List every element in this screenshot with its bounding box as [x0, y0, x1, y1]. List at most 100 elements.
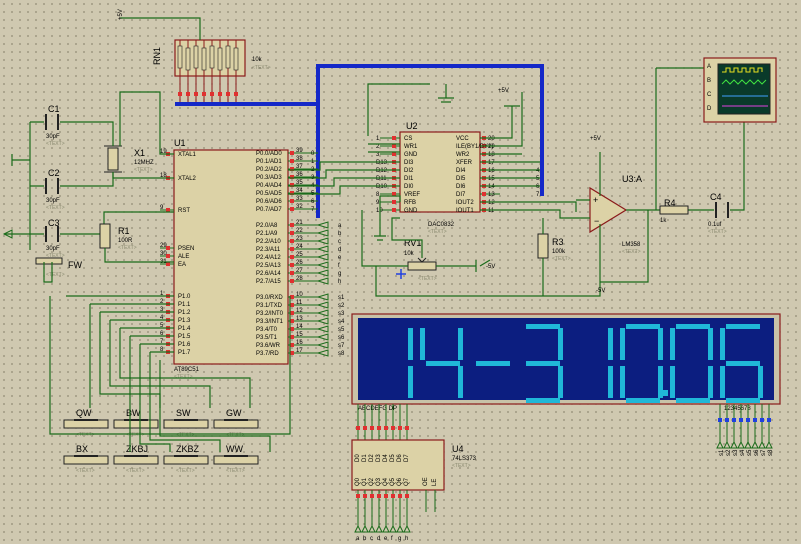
net-terminal[interactable]	[316, 309, 329, 317]
capacitor-c4[interactable]: C4 0.1uf <TEXT>	[708, 192, 729, 235]
u1-pin[interactable]	[290, 239, 294, 243]
net-terminal[interactable]	[316, 245, 329, 253]
u1-pin[interactable]	[290, 247, 294, 251]
net-terminal[interactable]	[316, 277, 329, 285]
net-terminal[interactable]	[744, 440, 752, 449]
display-segment-pin[interactable]	[384, 426, 388, 430]
u1-pin[interactable]	[166, 254, 170, 258]
display-digit-pin[interactable]	[746, 418, 750, 422]
net-terminal[interactable]	[316, 341, 329, 349]
keypad-switch[interactable]: BX<TEXT>	[63, 444, 109, 474]
resistor-r3[interactable]: R3 100k <TEXT>	[537, 233, 571, 262]
display-digit-pin[interactable]	[739, 418, 743, 422]
u4-pin[interactable]	[398, 494, 402, 498]
net-terminal[interactable]	[389, 524, 397, 533]
u4-pin[interactable]	[356, 494, 360, 498]
keypad-switch[interactable]: GW<TEXT>	[213, 408, 259, 438]
display-segment-pin[interactable]	[356, 426, 360, 430]
net-terminal[interactable]	[316, 349, 329, 357]
net-terminal[interactable]	[730, 440, 738, 449]
u1-pin[interactable]	[290, 159, 294, 163]
u1-pin[interactable]	[290, 279, 294, 283]
u4-pin[interactable]	[405, 494, 409, 498]
display-digit-pin[interactable]	[760, 418, 764, 422]
u1-pin[interactable]	[290, 255, 294, 259]
u2-pin[interactable]	[392, 208, 396, 212]
u1-pin[interactable]	[290, 199, 294, 203]
keypad-switch[interactable]: QW<TEXT>	[63, 408, 109, 438]
net-terminal[interactable]	[316, 221, 329, 229]
u4-pin[interactable]	[391, 494, 395, 498]
rn1-pin[interactable]	[218, 92, 222, 96]
u1-pin[interactable]	[290, 327, 294, 331]
display-segment-pin[interactable]	[391, 426, 395, 430]
display-segment-pin[interactable]	[370, 426, 374, 430]
net-terminal[interactable]	[316, 229, 329, 237]
u1-pin[interactable]	[290, 223, 294, 227]
display-digit-pin[interactable]	[753, 418, 757, 422]
u1-pin[interactable]	[290, 167, 294, 171]
net-terminal[interactable]	[316, 261, 329, 269]
net-terminal[interactable]	[354, 524, 362, 533]
keypad-switch[interactable]: WW<TEXT>	[213, 444, 259, 474]
u4-pin[interactable]	[363, 494, 367, 498]
display-segment-pin[interactable]	[405, 426, 409, 430]
net-terminal[interactable]	[316, 317, 329, 325]
display-segment-pin[interactable]	[363, 426, 367, 430]
u1-pin[interactable]	[290, 151, 294, 155]
switch-fw[interactable]: FW <TEXT>	[35, 257, 82, 278]
u4-pin[interactable]	[370, 494, 374, 498]
u1-pin[interactable]	[290, 295, 294, 299]
u1-pin[interactable]	[290, 311, 294, 315]
display-digit-pin[interactable]	[725, 418, 729, 422]
resistor-r4[interactable]: R4 1k	[659, 198, 689, 224]
oscilloscope[interactable]: ABCD	[703, 57, 777, 123]
opamp-u3a[interactable]: + − U3:A LM358 <TEXT>	[589, 174, 642, 255]
u4-pin[interactable]	[377, 494, 381, 498]
net-terminal[interactable]	[716, 440, 724, 449]
u2-pin[interactable]	[392, 192, 396, 196]
keypad-switch[interactable]: SW<TEXT>	[163, 408, 209, 438]
rn1-pin[interactable]	[226, 92, 230, 96]
u2-pin[interactable]	[482, 192, 486, 196]
u1-pin[interactable]	[290, 351, 294, 355]
keypad-switch[interactable]: ZKBJ<TEXT>	[113, 444, 159, 474]
u1-pin[interactable]	[290, 191, 294, 195]
display-digit-pin[interactable]	[718, 418, 722, 422]
keypad-switch[interactable]: BW<TEXT>	[113, 408, 159, 438]
u2-pin[interactable]	[392, 144, 396, 148]
u4-pin[interactable]	[384, 494, 388, 498]
u1-pin[interactable]	[166, 246, 170, 250]
net-terminal[interactable]	[375, 524, 383, 533]
net-terminal[interactable]	[316, 333, 329, 341]
net-terminal[interactable]	[403, 524, 411, 533]
resistor-network-rn1[interactable]: RN1 10k <TEXT>	[152, 39, 271, 104]
net-terminal[interactable]	[751, 440, 759, 449]
u1-pin[interactable]	[290, 183, 294, 187]
u1-pin[interactable]	[290, 263, 294, 267]
net-terminal[interactable]	[737, 440, 745, 449]
u2-pin[interactable]	[392, 152, 396, 156]
u1-pin[interactable]	[290, 319, 294, 323]
net-terminal[interactable]	[368, 524, 376, 533]
capacitor-c2[interactable]: C2 30pF <TEXT>	[45, 168, 65, 211]
resistor-r1[interactable]: R1 100R <TEXT>	[99, 223, 137, 251]
net-terminal[interactable]	[316, 269, 329, 277]
data-bus-wire[interactable]	[175, 64, 544, 196]
net-terminal[interactable]	[396, 524, 404, 533]
net-terminal[interactable]	[765, 440, 773, 449]
rn1-pin[interactable]	[202, 92, 206, 96]
u1-pin[interactable]	[166, 262, 170, 266]
rn1-pin[interactable]	[210, 92, 214, 96]
u1-pin[interactable]	[166, 208, 170, 212]
display-digit-pin[interactable]	[767, 418, 771, 422]
rn1-pin[interactable]	[178, 92, 182, 96]
display-segment-pin[interactable]	[377, 426, 381, 430]
u1-pin[interactable]	[290, 231, 294, 235]
keypad-switch[interactable]: ZKBZ<TEXT>	[163, 444, 209, 474]
potentiometer-rv1[interactable]: RV1 10k <TEXT>	[404, 238, 437, 282]
rn1-pin[interactable]	[194, 92, 198, 96]
